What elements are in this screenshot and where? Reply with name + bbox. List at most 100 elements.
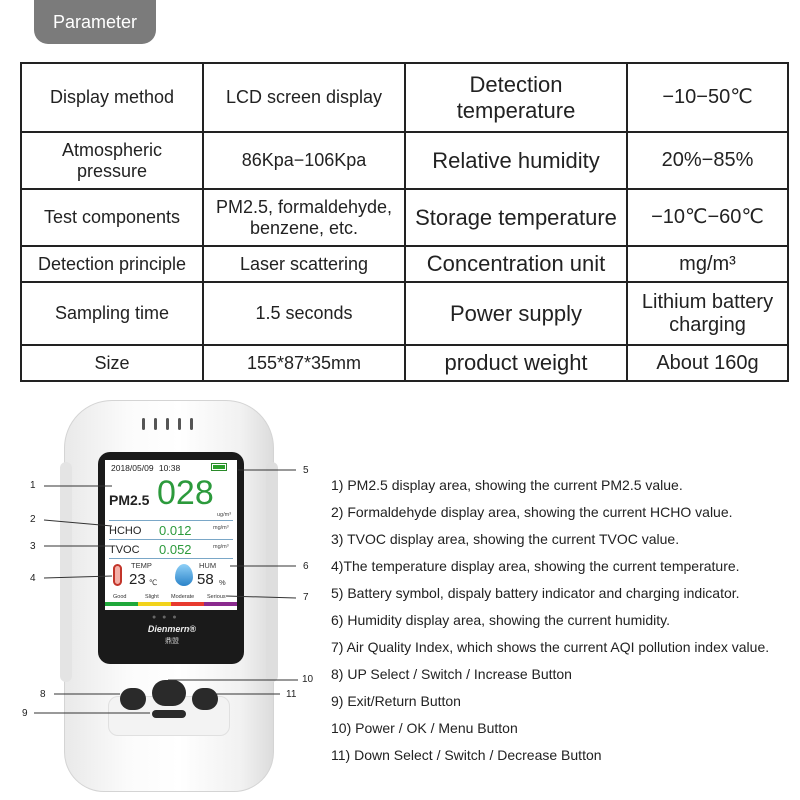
vent-slot-icon (178, 418, 181, 430)
brand-logo: Dienmern® (147, 624, 197, 634)
aqi-label-good: Good (113, 594, 127, 600)
down-select-button[interactable] (192, 688, 218, 710)
lcd-screen: 2018/05/09 10:38 PM2.5 028 ug/m³ HCHO 0.… (105, 460, 237, 610)
callout-1: 1 (30, 480, 36, 491)
table-cell: 1.5 seconds (202, 280, 406, 347)
legend-item: 3) TVOC display area, showing the curren… (331, 531, 680, 547)
table-cell: mg/m³ (626, 245, 789, 283)
divider (109, 558, 233, 559)
temp-label: TEMP (131, 561, 152, 570)
hcho-value: 0.012 (159, 523, 192, 538)
legend-item: 8) UP Select / Switch / Increase Button (331, 666, 572, 682)
callout-line-7 (225, 595, 297, 599)
table-row: Detection principle Laser scattering Con… (20, 245, 789, 283)
callout-7: 7 (303, 592, 309, 603)
table-cell: Lithium battery charging (626, 280, 789, 347)
callout-11: 11 (286, 689, 297, 700)
callout-line-2 (43, 519, 113, 527)
table-cell: Size (20, 344, 204, 382)
device-side-left (60, 462, 72, 682)
table-cell: Concentration unit (404, 245, 628, 283)
table-cell: LCD screen display (202, 61, 406, 134)
tvoc-unit: mg/m³ (213, 544, 229, 550)
table-cell: Display method (20, 61, 204, 134)
legend-item: 10) Power / OK / Menu Button (331, 720, 518, 736)
vent-slot-icon (166, 418, 169, 430)
device-side-right (266, 462, 278, 682)
hcho-label: HCHO (109, 525, 142, 537)
legend-item: 4)The temperature display area, showing … (331, 558, 740, 574)
table-cell: Detection principle (20, 245, 204, 283)
aqi-label-slight: Slight (145, 594, 159, 600)
exit-return-button[interactable] (152, 710, 186, 718)
table-cell: About 160g (626, 344, 789, 382)
table-cell: Storage temperature (404, 188, 628, 248)
aqi-bar (105, 602, 237, 606)
hum-value: 58 (197, 571, 214, 588)
aqi-label-moderate: Moderate (171, 594, 195, 600)
callout-8: 8 (40, 689, 46, 700)
thermometer-icon (113, 564, 122, 586)
vent-slot-icon (190, 418, 193, 430)
legend-item: 11) Down Select / Switch / Decrease Butt… (331, 747, 602, 763)
temp-unit: ℃ (149, 578, 158, 587)
up-select-button[interactable] (120, 688, 146, 710)
status-bar: 2018/05/09 10:38 (105, 460, 237, 474)
callout-10: 10 (302, 674, 314, 685)
aqi-segment-good (105, 602, 138, 606)
tvoc-value: 0.052 (159, 542, 192, 557)
date-text: 2018/05/09 (111, 463, 154, 473)
legend-item: 5) Battery symbol, dispaly battery indic… (331, 585, 740, 601)
table-row: Sampling time 1.5 seconds Power supply L… (20, 280, 789, 347)
tvoc-label: TVOC (109, 544, 140, 556)
callout-line-4 (43, 575, 113, 579)
aqi-label-serious: Serious (207, 594, 226, 600)
table-cell: 86Kpa−106Kpa (202, 131, 406, 191)
table-row: Display method LCD screen display Detect… (20, 61, 789, 134)
power-ok-menu-button[interactable] (152, 680, 186, 706)
vent-slot-icon (142, 418, 145, 430)
table-row: Size 155*87*35mm product weight About 16… (20, 344, 789, 382)
table-cell: Relative humidity (404, 131, 628, 191)
legend-item: 1) PM2.5 display area, showing the curre… (331, 477, 683, 493)
aqi-segment-slight (138, 602, 171, 606)
table-cell: Atmospheric pressure (20, 131, 204, 191)
vent-slot-icon (154, 418, 157, 430)
table-cell: 155*87*35mm (202, 344, 406, 382)
parameter-table: Display method LCD screen display Detect… (20, 61, 789, 382)
table-cell: Sampling time (20, 280, 204, 347)
legend-item: 6) Humidity display area, showing the cu… (331, 612, 671, 628)
table-row: Test components PM2.5, formaldehyde, ben… (20, 188, 789, 248)
divider (109, 520, 233, 521)
table-row: Atmospheric pressure 86Kpa−106Kpa Relati… (20, 131, 789, 191)
pm25-label: PM2.5 (109, 492, 150, 508)
callout-9: 9 (22, 708, 28, 719)
temp-value: 23 (129, 571, 146, 588)
page-dots-icon: ● ● ● (152, 614, 179, 621)
table-cell: Laser scattering (202, 245, 406, 283)
water-drop-icon (175, 564, 193, 586)
brand-logo-cn: 鼎盟 (165, 638, 179, 645)
table-cell: PM2.5, formaldehyde, benzene, etc. (202, 188, 406, 248)
callout-6: 6 (303, 561, 309, 572)
table-cell: Detection temperature (404, 61, 628, 134)
table-cell: Power supply (404, 280, 628, 347)
legend-item: 9) Exit/Return Button (331, 693, 461, 709)
legend-item: 7) Air Quality Index, which shows the cu… (331, 639, 770, 655)
callout-4: 4 (30, 573, 36, 584)
feature-legend: 1) PM2.5 display area, showing the curre… (331, 478, 796, 775)
aqi-segment-moderate (171, 602, 204, 606)
aqi-segment-serious (204, 602, 237, 606)
pm25-unit: ug/m³ (217, 512, 232, 518)
legend-item: 2) Formaldehyde display area, showing th… (331, 504, 733, 520)
table-cell: Test components (20, 188, 204, 248)
table-cell: product weight (404, 344, 628, 382)
table-cell: −10℃−60℃ (626, 188, 789, 248)
table-cell: −10−50℃ (626, 61, 789, 134)
table-cell: 20%−85% (626, 131, 789, 191)
battery-icon (211, 463, 227, 471)
callout-3: 3 (30, 541, 36, 552)
time-text: 10:38 (158, 463, 181, 473)
divider (109, 539, 233, 540)
